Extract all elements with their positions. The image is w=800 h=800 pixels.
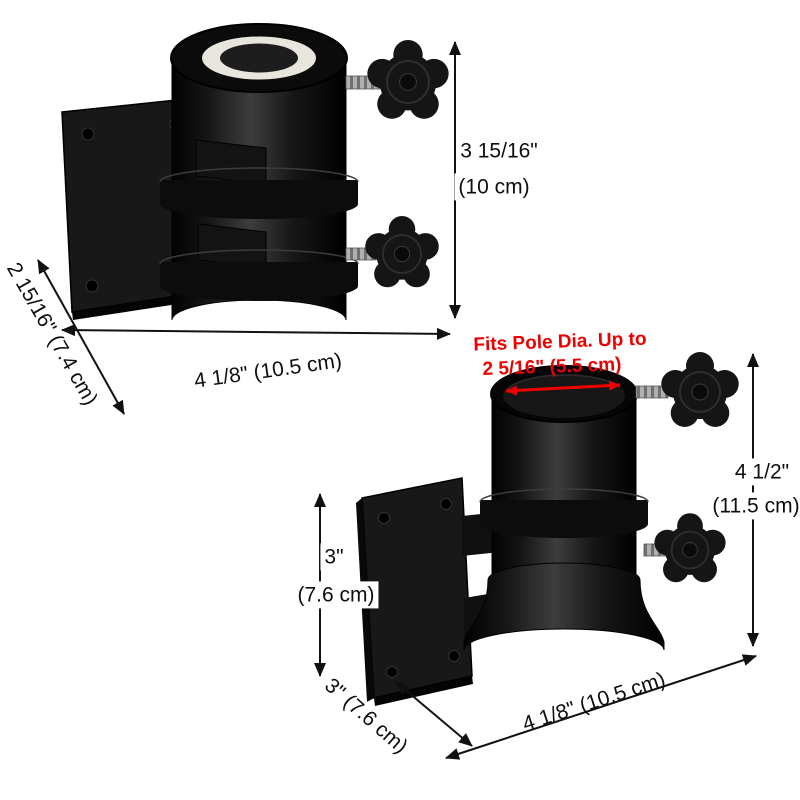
dim-label-side-height-in: 3 15/16" [456, 137, 542, 165]
dim-label-angled-height-in: 4 1/2" [730, 458, 794, 486]
tube-flange [479, 488, 649, 538]
mount-side-view [61, 23, 450, 321]
fits-pole-diameter-arrow [505, 380, 621, 396]
dim-label-angled-plate-in: 3" [320, 543, 348, 571]
star-knob-top [660, 351, 740, 428]
star-knob-top [366, 38, 450, 120]
dim-arrow-side-width [61, 324, 451, 340]
dim-label-side-height-cm: (10 cm) [454, 173, 534, 201]
star-knob-bottom [653, 512, 727, 584]
pole-tube [491, 393, 637, 593]
bracket-arm-top [195, 139, 267, 185]
tube-flange-upper [159, 167, 359, 219]
tube-opening-with-insert [170, 23, 348, 93]
star-knob-bottom [364, 215, 440, 289]
tube-base-bell [463, 562, 665, 651]
dim-arrow-angled-width [445, 654, 757, 760]
dim-label-angled-plate-cm: (7.6 cm) [293, 581, 379, 609]
mount-angled-view [356, 351, 740, 706]
tube-flange-lower [159, 249, 359, 301]
dim-label-angled-height-cm: (11.5 cm) [708, 492, 800, 520]
fits-pole-label-line2: 2 5/16" (5.5 cm) [482, 354, 622, 381]
bracket-arm-bottom [197, 223, 267, 269]
dim-arrow-side-depth [37, 259, 125, 415]
